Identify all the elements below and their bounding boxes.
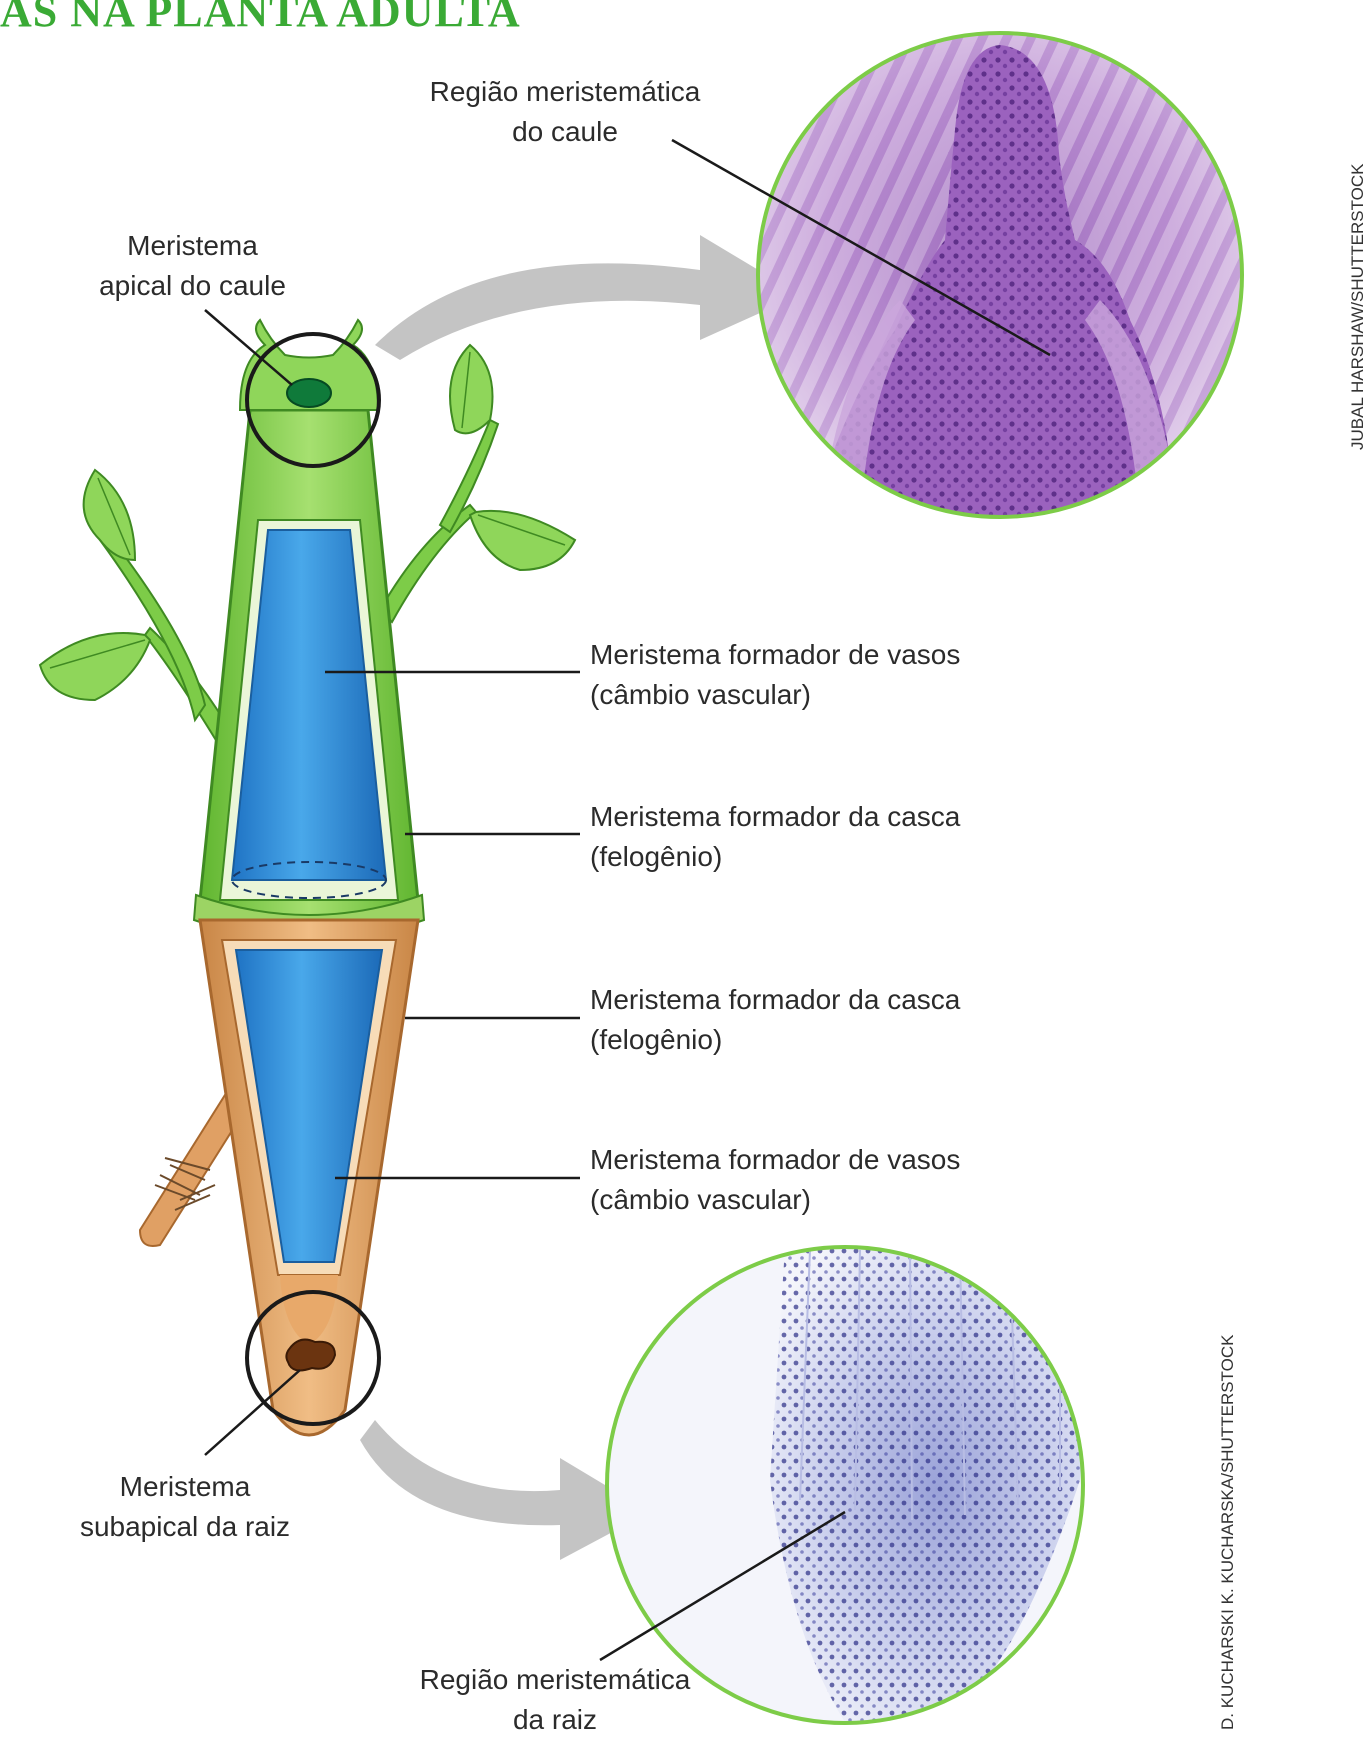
label-vasos-bot-line2: (câmbio vascular) <box>590 1180 960 1220</box>
label-apical-line2: apical do caule <box>70 266 315 306</box>
credit-bottom: D. KUCHARSKI K. KUCHARSKA/SHUTTERSTOCK <box>1218 1335 1238 1730</box>
label-phellogen-bottom: Meristema formador da casca (felogênio) <box>590 980 960 1060</box>
label-root-region-line2: da raiz <box>385 1700 725 1740</box>
stem-body <box>194 320 424 940</box>
label-root-region: Região meristemática da raiz <box>385 1660 725 1740</box>
label-casca-top-line1: Meristema formador da casca <box>590 797 960 837</box>
credit-top: JUBAL HARSHAW/SHUTTERSTOCK <box>1348 163 1368 450</box>
top-curved-arrow <box>375 235 800 360</box>
label-stem-region: Região meristemática do caule <box>395 72 735 152</box>
label-subapical-line2: subapical da raiz <box>50 1507 320 1547</box>
root-micrograph <box>607 1247 1105 1730</box>
label-subapical-meristem: Meristema subapical da raiz <box>50 1467 320 1547</box>
label-subapical-line1: Meristema <box>50 1467 320 1507</box>
label-apical-line1: Meristema <box>70 226 315 266</box>
label-stem-region-line2: do caule <box>395 112 735 152</box>
label-stem-region-line1: Região meristemática <box>395 72 735 112</box>
label-casca-bot-line1: Meristema formador da casca <box>590 980 960 1020</box>
label-phellogen-top: Meristema formador da casca (felogênio) <box>590 797 960 877</box>
label-casca-top-line2: (felogênio) <box>590 837 960 877</box>
label-vasos-bot-line1: Meristema formador de vasos <box>590 1140 960 1180</box>
stem-micrograph <box>758 33 1242 520</box>
label-vascular-cambium-bottom: Meristema formador de vasos (câmbio vasc… <box>590 1140 960 1220</box>
label-root-region-line1: Região meristemática <box>385 1660 725 1700</box>
label-casca-bot-line2: (felogênio) <box>590 1020 960 1060</box>
label-vascular-cambium-top: Meristema formador de vasos (câmbio vasc… <box>590 635 960 715</box>
label-vasos-top-line1: Meristema formador de vasos <box>590 635 960 675</box>
label-apical-meristem: Meristema apical do caule <box>70 226 315 306</box>
label-vasos-top-line2: (câmbio vascular) <box>590 675 960 715</box>
